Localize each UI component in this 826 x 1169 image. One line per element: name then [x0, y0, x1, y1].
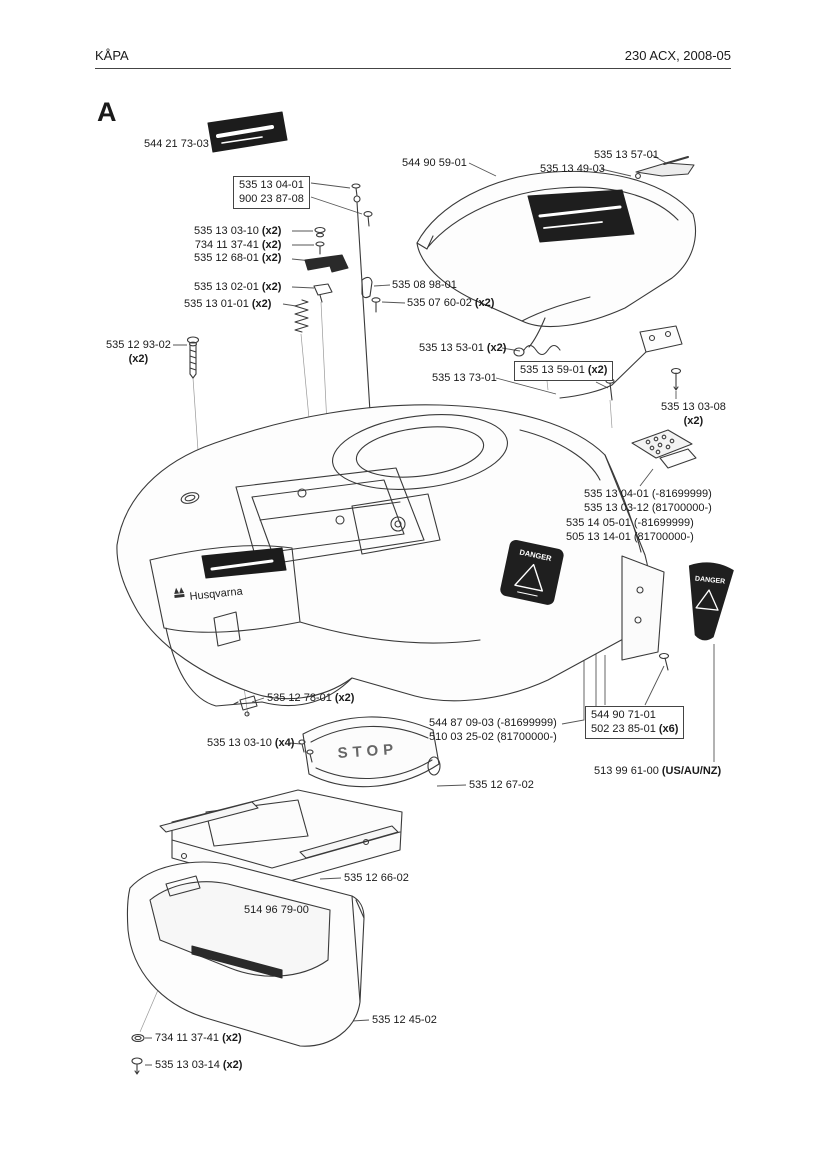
part-number: 544 90 59-01	[402, 157, 467, 169]
part-number: 734 11 37-41 (x2)	[194, 238, 282, 251]
part-number: 535 13 01-01 (x2)	[184, 298, 272, 310]
part-number: 505 13 14-01 (81700000-)	[566, 530, 694, 543]
screw-right-lower	[658, 652, 670, 671]
part-number: 734 11 37-41 (x2)	[155, 1032, 242, 1044]
clip-and-screw	[361, 276, 381, 313]
front-bumper	[126, 861, 365, 1047]
part-callout: 535 08 98-01	[392, 279, 457, 293]
danger-label: DANGER	[695, 576, 726, 586]
part-callout: 535 13 01-01 (x2)	[184, 298, 271, 312]
part-number: 535 13 03-10 (x2)	[194, 225, 282, 237]
stop-label: STOP	[337, 741, 399, 762]
model-and-date: 230 ACX, 2008-05	[624, 48, 731, 63]
body-clip	[233, 695, 258, 717]
long-bolt	[186, 336, 200, 379]
page-title: KÅPA	[95, 48, 129, 63]
part-callout: 535 12 78-01 (x2)	[267, 692, 354, 706]
part-number: 535 13 59-01 (x2)	[520, 364, 608, 376]
header-rule	[95, 68, 731, 69]
part-number: 535 13 03-08	[661, 401, 726, 413]
part-number: (x2)	[128, 352, 149, 365]
part-callout: 535 13 03-14 (x2)	[155, 1059, 242, 1073]
part-callout: 544 90 59-01	[402, 157, 467, 171]
part-number: (x2)	[683, 414, 704, 427]
stop-button-strip: STOP	[298, 716, 441, 788]
part-number: 514 96 79-00	[244, 904, 309, 916]
part-callout: 535 12 66-02	[344, 872, 409, 886]
part-number: 544 21 73-03	[144, 138, 209, 150]
part-callout: 535 13 57-01	[594, 149, 659, 163]
cable-spring-assembly	[513, 325, 683, 401]
keypad-part	[631, 429, 697, 469]
part-callout: 535 07 60-02 (x2)	[407, 297, 494, 311]
part-number: 513 99 61-00 (US/AU/NZ)	[594, 765, 722, 777]
part-callout: 535 13 53-01 (x2)	[419, 342, 506, 356]
part-callout: 535 13 49-03	[540, 163, 605, 177]
part-callout: 535 13 03-08(x2)	[661, 401, 726, 428]
part-number: 535 13 57-01	[594, 149, 659, 161]
part-number: 535 12 66-02	[344, 872, 409, 884]
main-body-shell: Husqvarna	[116, 404, 650, 707]
part-number: 535 13 49-03	[540, 163, 605, 175]
part-callout: 734 11 37-41 (x2)	[155, 1032, 242, 1046]
part-number: 535 12 93-02	[106, 339, 171, 351]
part-callout: 535 12 93-02(x2)	[106, 339, 171, 366]
part-callout: 535 13 04-01 (-81699999)535 13 03-12 (81…	[584, 488, 712, 515]
part-number: 535 13 03-12 (81700000-)	[584, 501, 712, 514]
part-number: 535 08 98-01	[392, 279, 457, 291]
part-callout: 535 13 02-01 (x2)	[194, 281, 281, 295]
side-panel	[621, 555, 665, 661]
part-number: 535 12 45-02	[372, 1014, 437, 1026]
part-number: 535 13 73-01	[432, 372, 497, 384]
part-callout: 535 12 45-02	[372, 1014, 437, 1028]
part-number: 535 13 03-10 (x4)	[207, 737, 295, 749]
part-number: 535 13 03-14 (x2)	[155, 1059, 243, 1071]
part-number: 535 13 04-01	[239, 179, 304, 191]
husqvarna-wordmark: Husqvarna	[189, 585, 244, 603]
logo-decal	[207, 111, 288, 153]
part-number: 510 03 25-02 (81700000-)	[429, 730, 557, 743]
antenna-rod	[351, 183, 373, 429]
section-label: A	[97, 97, 117, 127]
part-callout: 544 21 73-03	[144, 138, 209, 152]
part-number: 535 12 78-01 (x2)	[267, 692, 355, 704]
part-callout: 535 14 05-01 (-81699999)505 13 14-01 (81…	[566, 517, 694, 544]
fasteners-left	[294, 226, 349, 333]
hinge-lever	[635, 156, 695, 179]
part-callout: 535 13 73-01	[432, 372, 497, 386]
part-number: 535 07 60-02 (x2)	[407, 297, 495, 309]
danger-decal-body: DANGER	[500, 539, 564, 605]
chassis-tray	[159, 789, 403, 887]
danger-decal-separate: DANGER	[688, 562, 734, 641]
part-number: 535 13 04-01 (-81699999)	[584, 488, 712, 500]
part-number: 544 90 71-01	[591, 709, 656, 721]
top-cover	[416, 170, 697, 348]
part-number: 535 13 02-01 (x2)	[194, 281, 282, 293]
part-callout: 514 96 79-00	[244, 904, 309, 918]
bottom-fasteners	[131, 1033, 145, 1075]
part-callout: 513 99 61-00 (US/AU/NZ)	[594, 765, 721, 779]
part-callout: 535 13 59-01 (x2)	[514, 361, 614, 381]
part-number: 535 12 67-02	[469, 779, 534, 791]
part-number: 535 12 68-01 (x2)	[194, 252, 282, 264]
part-number: 535 14 05-01 (-81699999)	[566, 517, 694, 529]
part-number: 900 23 87-08	[239, 192, 304, 205]
part-callout: 535 12 67-02	[469, 779, 534, 793]
part-number: 502 23 85-01 (x6)	[591, 722, 679, 735]
part-callout: 544 87 09-03 (-81699999)510 03 25-02 (81…	[429, 717, 557, 744]
part-number: 544 87 09-03 (-81699999)	[429, 717, 557, 729]
part-number: 535 13 53-01 (x2)	[419, 342, 507, 354]
part-callout: 535 13 03-10 (x2)734 11 37-41 (x2)535 12…	[194, 225, 281, 266]
screw-right-upper	[670, 367, 682, 391]
part-callout: 535 13 03-10 (x4)	[207, 737, 294, 751]
